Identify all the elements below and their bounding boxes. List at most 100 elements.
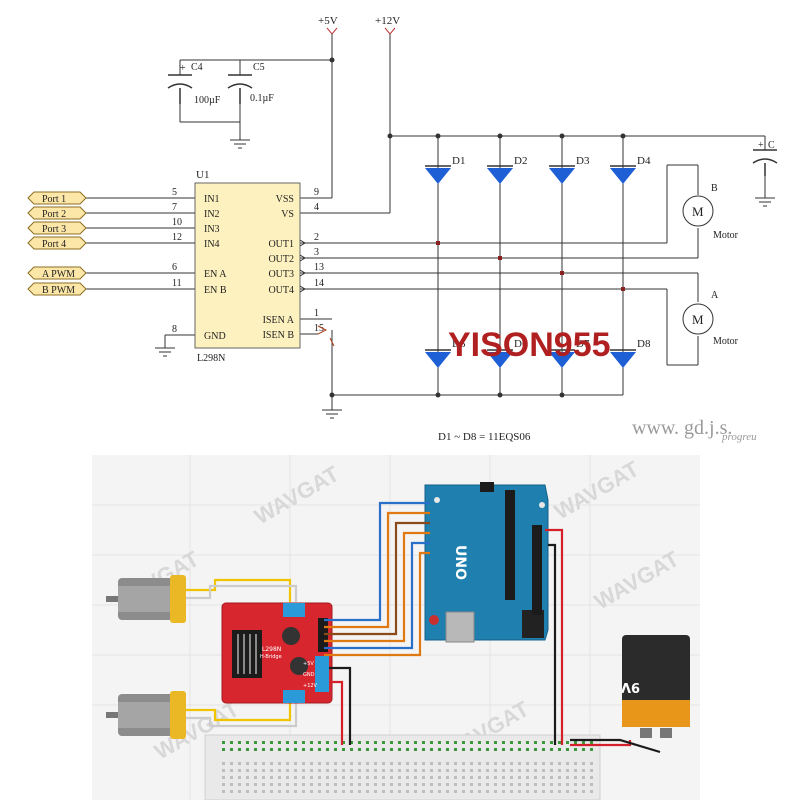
l298n-module <box>221 602 333 704</box>
motor-a-icon <box>682 303 714 335</box>
port-label: Port 1 <box>42 194 66 205</box>
ic-pin-num: 11 <box>172 278 182 289</box>
ic-pin-num: 12 <box>172 232 182 243</box>
ground-symbols <box>155 139 775 419</box>
ic-pin-num: 6 <box>172 262 177 273</box>
output-arrow-icon <box>299 269 306 277</box>
module-pin-label: +5V <box>303 661 314 667</box>
watermark-wavgat: WAVGAT <box>250 461 344 530</box>
diode-icon <box>610 352 636 368</box>
battery-9v <box>622 635 690 738</box>
motor-top <box>106 575 186 623</box>
cap-right-plus: + <box>758 140 764 151</box>
diode-icon <box>610 168 636 184</box>
cap-c4-plus: + <box>180 63 186 74</box>
diode-icon <box>487 352 513 368</box>
ic-pin-num: 5 <box>172 187 177 198</box>
ic-pin-num: 14 <box>314 278 324 289</box>
diode-icon <box>487 168 513 184</box>
ic-pin-name: EN B <box>204 285 227 296</box>
port-flag <box>27 206 87 220</box>
watermark-wavgat: WAVGAT <box>440 696 534 765</box>
ic-pin-name: OUT2 <box>268 254 294 265</box>
watermark-url: www. gd.j.s. <box>632 417 732 439</box>
motor-bottom <box>106 691 186 739</box>
port-label: Port 3 <box>42 224 66 235</box>
ic-pin-name: IN4 <box>204 239 220 250</box>
ic-pin-num: 3 <box>314 247 319 258</box>
ic-pin-num: 15 <box>314 323 324 334</box>
diode-icon <box>549 168 575 184</box>
supply-12v-label: +12V <box>375 15 400 27</box>
schematic-diagram: +5V +12V <box>27 15 778 443</box>
port-flag <box>27 266 87 280</box>
arduino-uno <box>424 482 549 643</box>
cap-c4-value: 100µF <box>194 95 221 106</box>
diode-label-top: D2 <box>514 155 527 167</box>
port-flag <box>27 221 87 235</box>
port-label: A PWM <box>42 269 75 280</box>
ic-l298n-body <box>194 182 301 349</box>
cap-c5-value: 0.1µF <box>250 93 274 104</box>
diode-label-top: D4 <box>637 155 651 167</box>
cap-right-ref: C <box>768 140 775 151</box>
ic-pin-name: VSS <box>276 194 294 205</box>
ic-pin-num: 10 <box>172 217 182 228</box>
diode-icon <box>425 168 451 184</box>
module-label-2: H-Bridge <box>260 654 282 660</box>
motor-b-symbol: M <box>692 204 704 219</box>
ic-part: L298N <box>197 353 225 364</box>
ic-pin-name: IN1 <box>204 194 220 205</box>
ic-pin-name: GND <box>204 331 226 342</box>
battery-label: 9V <box>621 679 640 694</box>
breadboard <box>204 734 601 800</box>
ic-pin-num: 13 <box>314 262 324 273</box>
module-label-1: L298N <box>262 646 281 653</box>
diode-label-top: D3 <box>576 155 590 167</box>
arduino-label: UNO <box>452 545 468 580</box>
port-flag <box>27 282 87 296</box>
module-pin-label: GND <box>303 672 315 678</box>
ic-pin-num: 8 <box>172 324 177 335</box>
ic-pin-name: ISEN A <box>263 315 295 326</box>
watermark-brand: YISON955 <box>448 326 611 364</box>
output-arrow-icon <box>299 254 306 262</box>
ic-pin-name: OUT1 <box>268 239 294 250</box>
port-label: B PWM <box>42 285 75 296</box>
port-label: Port 4 <box>42 239 66 250</box>
port-label: Port 2 <box>42 209 66 220</box>
ic-pin-name: IN2 <box>204 209 220 220</box>
motor-a-letter: A <box>711 290 719 301</box>
output-arrow-icon <box>299 239 306 247</box>
diode-icon <box>549 352 575 368</box>
ic-pin-num: 1 <box>314 308 319 319</box>
ic-pin-name: OUT3 <box>268 269 294 280</box>
wiring-background <box>92 455 700 800</box>
watermark-url-tail: progreu <box>721 431 757 443</box>
watermark-wavgat: WAVGAT <box>460 506 554 575</box>
supply-5v-label: +5V <box>318 15 338 27</box>
ic-pin-name: ISEN B <box>263 330 295 341</box>
motor-b-label: Motor <box>713 230 739 241</box>
watermark-wavgat: WAVGAT <box>590 546 684 615</box>
port-flag <box>27 191 87 205</box>
ic-pin-name: VS <box>281 209 294 220</box>
watermark-wavgat: WAVGAT <box>150 696 244 765</box>
ic-pin-name: OUT4 <box>268 285 294 296</box>
diode-label-bottom: D7 <box>576 338 590 350</box>
cap-c5-ref: C5 <box>253 62 265 73</box>
ic-pin-num: 9 <box>314 187 319 198</box>
port-flag <box>27 236 87 250</box>
motor-b-letter: B <box>711 183 718 194</box>
diode-label-bottom: D5 <box>452 338 466 350</box>
diode-label-bottom: D6 <box>514 338 528 350</box>
motor-a-symbol: M <box>692 312 704 327</box>
ic-pin-num: 2 <box>314 232 319 243</box>
watermark-wavgat: WAVGAT <box>110 546 204 615</box>
ic-pin-num: 7 <box>172 202 177 213</box>
module-pin-label: +12V <box>303 683 318 689</box>
motor-b-icon <box>682 195 714 227</box>
motor-a-label: Motor <box>713 336 739 347</box>
diode-icon <box>425 352 451 368</box>
output-arrow-icon <box>299 285 306 293</box>
